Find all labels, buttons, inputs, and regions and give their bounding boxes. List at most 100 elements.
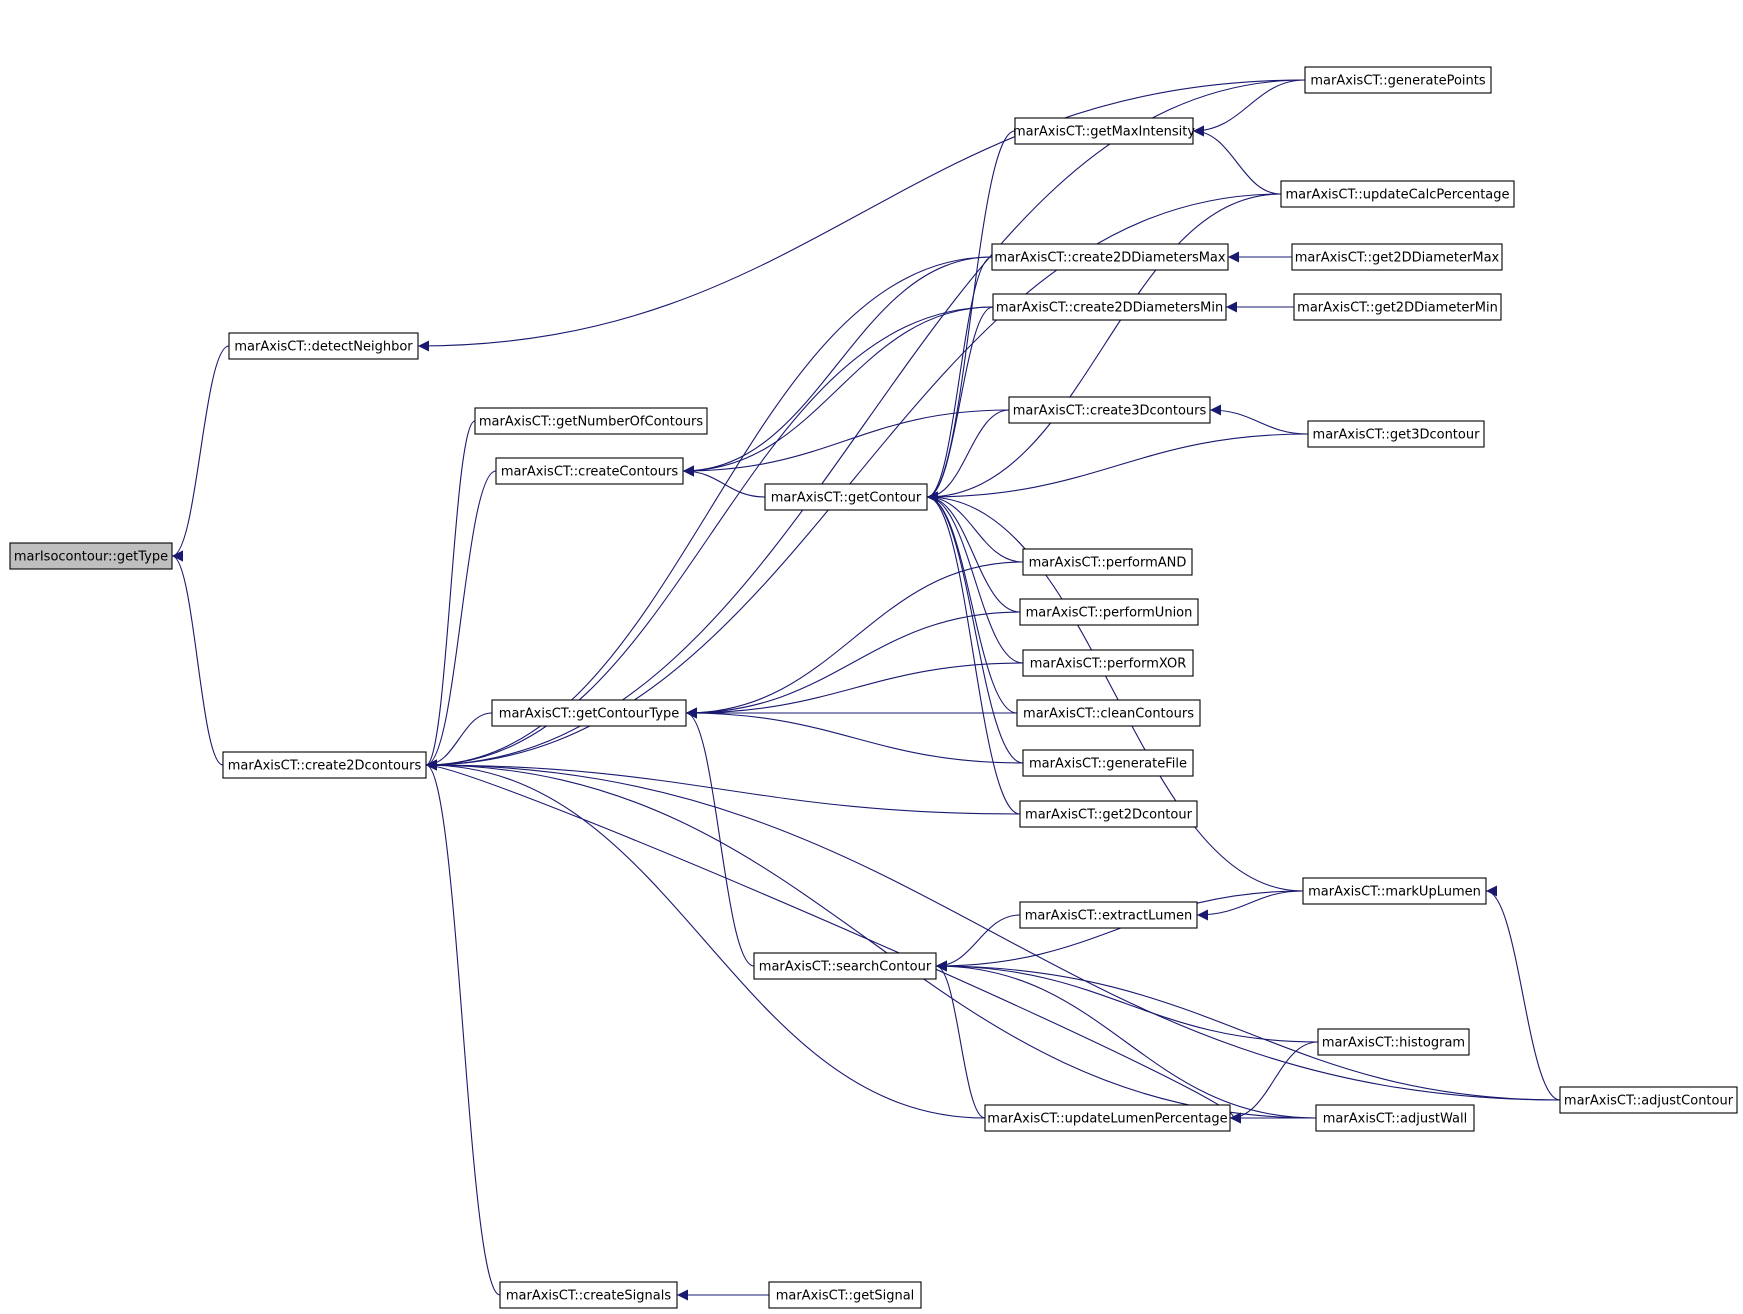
node-label-adjustContour: marAxisCT::adjustContour: [1564, 1094, 1734, 1109]
node-label-generatePoints: marAxisCT::generatePoints: [1310, 74, 1485, 89]
node-generatePoints[interactable]: marAxisCT::generatePoints: [1304, 66, 1492, 94]
node-label-get3Dcontour: marAxisCT::get3Dcontour: [1313, 428, 1481, 443]
edge-create2DDiametersMin-to-create2Dcontours: [425, 306, 994, 771]
node-label-get2DDiameterMin: marAxisCT::get2DDiameterMin: [1297, 301, 1498, 316]
node-box-getContourType: [491, 699, 687, 727]
node-label-get2Dcontour: marAxisCT::get2Dcontour: [1025, 808, 1193, 823]
node-create2DDiametersMax[interactable]: marAxisCT::create2DDiametersMax: [991, 243, 1229, 271]
edge-layer: [171, 79, 1561, 1301]
node-detectNeighbor[interactable]: marAxisCT::detectNeighbor: [228, 332, 419, 360]
edge-generatePoints-to-getMaxIntensity: [1192, 79, 1306, 137]
node-getMaxIntensity[interactable]: marAxisCT::getMaxIntensity: [1013, 117, 1195, 145]
node-updateCalcPercentage[interactable]: marAxisCT::updateCalcPercentage: [1280, 180, 1515, 208]
node-get2DDiameterMax[interactable]: marAxisCT::get2DDiameterMax: [1291, 243, 1503, 271]
node-label-create2Dcontours: marAxisCT::create2Dcontours: [228, 759, 422, 774]
node-generateFile[interactable]: marAxisCT::generateFile: [1022, 749, 1194, 777]
node-label-extractLumen: marAxisCT::extractLumen: [1025, 909, 1193, 924]
node-adjustWall[interactable]: marAxisCT::adjustWall: [1315, 1104, 1475, 1132]
node-label-performAND: marAxisCT::performAND: [1029, 556, 1187, 571]
node-box-extractLumen: [1019, 901, 1198, 929]
node-create3Dcontours[interactable]: marAxisCT::create3Dcontours: [1008, 396, 1211, 424]
edge-get2Dcontour-to-getContour: [926, 491, 1021, 815]
edge-markUpLumen-to-getContour: [926, 491, 1304, 892]
node-box-getMaxIntensity: [1014, 117, 1194, 145]
node-histogram[interactable]: marAxisCT::histogram: [1317, 1028, 1470, 1056]
node-markUpLumen[interactable]: marAxisCT::markUpLumen: [1302, 877, 1487, 905]
node-cleanContours[interactable]: marAxisCT::cleanContours: [1016, 699, 1201, 727]
node-label-getSignal: marAxisCT::getSignal: [776, 1289, 915, 1304]
edge-create2DDiametersMax-to-create2Dcontours: [425, 256, 993, 771]
node-box-performUnion: [1019, 598, 1199, 626]
node-box-create2DDiametersMax: [991, 243, 1229, 271]
edge-create2Dcontours-to-updateLumenPercentage: [425, 764, 1242, 1124]
node-create2DDiametersMin[interactable]: marAxisCT::create2DDiametersMin: [992, 293, 1227, 321]
node-adjustContour[interactable]: marAxisCT::adjustContour: [1559, 1086, 1738, 1114]
node-performXOR[interactable]: marAxisCT::performXOR: [1022, 649, 1194, 677]
node-box-adjustWall: [1315, 1104, 1475, 1132]
node-box-cleanContours: [1016, 699, 1201, 727]
node-getSignal[interactable]: marAxisCT::getSignal: [768, 1281, 922, 1309]
edge-create3Dcontours-to-createContours: [682, 409, 1010, 477]
node-box-generateFile: [1022, 749, 1194, 777]
node-get3Dcontour[interactable]: marAxisCT::get3Dcontour: [1307, 420, 1485, 448]
edge-adjustContour-to-markUpLumen: [1485, 885, 1561, 1101]
node-getContour[interactable]: marAxisCT::getContour: [764, 483, 928, 511]
node-label-histogram: marAxisCT::histogram: [1322, 1036, 1465, 1051]
node-create2Dcontours[interactable]: marAxisCT::create2Dcontours: [222, 751, 427, 779]
edge-create2DDiametersMin-to-createContours: [682, 306, 994, 477]
node-label-create3Dcontours: marAxisCT::create3Dcontours: [1013, 404, 1207, 419]
edge-updateCalcPercentage-to-getMaxIntensity: [1192, 125, 1282, 195]
node-getType[interactable]: marIsocontour::getType: [9, 542, 173, 570]
node-layer: marIsocontour::getType marAxisCT::detectN…: [9, 66, 1738, 1309]
node-box-updateLumenPercentage: [984, 1104, 1231, 1132]
node-updateLumenPercentage[interactable]: marAxisCT::updateLumenPercentage: [984, 1104, 1231, 1132]
node-label-getContour: marAxisCT::getContour: [771, 491, 922, 506]
edge-markUpLumen-to-extractLumen: [1196, 890, 1304, 921]
node-box-get3Dcontour: [1307, 420, 1485, 448]
edge-create2Dcontours-to-getType: [171, 550, 224, 766]
node-box-searchContour: [753, 952, 937, 980]
node-label-createSignals: marAxisCT::createSignals: [506, 1289, 671, 1304]
node-label-performXOR: marAxisCT::performXOR: [1030, 657, 1187, 672]
node-label-searchContour: marAxisCT::searchContour: [759, 960, 932, 975]
edge-getNumberOfContours-to-create2Dcontours: [425, 420, 476, 771]
edge-generateFile-to-getContourType: [685, 707, 1024, 764]
node-box-performAND: [1022, 548, 1193, 576]
edge-histogram-to-updateLumenPercentage: [1229, 1041, 1319, 1124]
node-box-detectNeighbor: [228, 332, 419, 360]
node-box-createContours: [495, 457, 684, 485]
node-label-getMaxIntensity: marAxisCT::getMaxIntensity: [1013, 125, 1195, 140]
node-box-create3Dcontours: [1008, 396, 1211, 424]
edge-create2DDiametersMax-to-getContour: [926, 256, 993, 503]
node-performAND[interactable]: marAxisCT::performAND: [1022, 548, 1193, 576]
node-label-performUnion: marAxisCT::performUnion: [1026, 606, 1193, 621]
edge-adjustWall-to-searchContour: [935, 960, 1317, 1119]
edge-adjustContour-to-create2Dcontours: [425, 759, 1561, 1101]
node-box-createSignals: [499, 1281, 678, 1309]
node-createContours[interactable]: marAxisCT::createContours: [495, 457, 684, 485]
edge-create3Dcontours-to-getContour: [926, 409, 1010, 503]
node-getContourType[interactable]: marAxisCT::getContourType: [491, 699, 687, 727]
node-label-create2DDiametersMin: marAxisCT::create2DDiametersMin: [996, 301, 1223, 316]
node-get2DDiameterMin[interactable]: marAxisCT::get2DDiameterMin: [1293, 293, 1502, 321]
node-performUnion[interactable]: marAxisCT::performUnion: [1019, 598, 1199, 626]
edge-get3Dcontour-to-getContour: [926, 433, 1309, 503]
node-label-cleanContours: marAxisCT::cleanContours: [1023, 707, 1194, 722]
edge-updateCalcPercentage-to-create2Dcontours: [425, 193, 1282, 771]
edge-performXOR-to-getContourType: [685, 662, 1024, 719]
node-label-generateFile: marAxisCT::generateFile: [1029, 757, 1187, 772]
node-box-performXOR: [1022, 649, 1194, 677]
edge-getContour-to-createContours: [682, 465, 766, 498]
edge-performUnion-to-getContourType: [685, 611, 1021, 719]
node-label-markUpLumen: marAxisCT::markUpLumen: [1308, 885, 1481, 900]
edge-get3Dcontour-to-create3Dcontours: [1209, 404, 1309, 435]
node-getNumberOfContours[interactable]: marAxisCT::getNumberOfContours: [474, 407, 708, 435]
node-label-getType: marIsocontour::getType: [14, 550, 168, 565]
node-createSignals[interactable]: marAxisCT::createSignals: [499, 1281, 678, 1309]
node-label-updateCalcPercentage: marAxisCT::updateCalcPercentage: [1285, 188, 1509, 203]
node-extractLumen[interactable]: marAxisCT::extractLumen: [1019, 901, 1198, 929]
node-searchContour[interactable]: marAxisCT::searchContour: [753, 952, 937, 980]
node-get2Dcontour[interactable]: marAxisCT::get2Dcontour: [1019, 800, 1198, 828]
edge-performXOR-to-getContour: [926, 491, 1024, 664]
